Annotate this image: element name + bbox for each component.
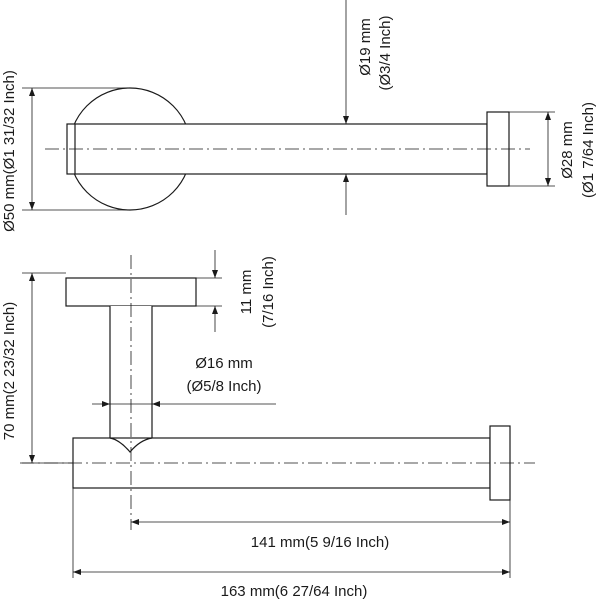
bar-length-label: 141 mm(5 9/16 Inch) — [251, 534, 389, 551]
arrow-icon — [545, 112, 551, 120]
end-cap-diameter-in-label: (Ø1 7/64 Inch) — [580, 102, 597, 198]
arrow-icon — [102, 401, 110, 407]
arrow-icon — [29, 455, 35, 463]
arrow-icon — [73, 569, 81, 575]
projection-label: 70 mm(2 23/32 Inch) — [1, 302, 18, 440]
top-view — [22, 0, 555, 215]
arrow-icon — [29, 88, 35, 96]
arrow-icon — [29, 202, 35, 210]
arrow-icon — [212, 306, 218, 314]
joint-curve — [109, 437, 153, 453]
arrow-icon — [152, 401, 160, 407]
plate-thickness-in-label: (7/16 Inch) — [260, 256, 277, 328]
end-cap-diameter-mm-label: Ø28 mm — [559, 121, 576, 179]
side-view — [20, 250, 535, 578]
post-diameter-mm-label: Ø16 mm — [195, 355, 253, 372]
bar-diameter-mm-label: Ø19 mm — [357, 18, 374, 76]
arrow-icon — [545, 178, 551, 186]
arrow-icon — [29, 273, 35, 281]
dimension-labels: Ø50 mm(Ø1 31/32 Inch) Ø19 mm (Ø3/4 Inch)… — [1, 15, 597, 599]
arrow-icon — [212, 270, 218, 278]
arrow-icon — [502, 519, 510, 525]
rosette-diameter-label: Ø50 mm(Ø1 31/32 Inch) — [1, 70, 18, 232]
post-diameter-in-label: (Ø5/8 Inch) — [186, 378, 261, 395]
bar-diameter-in-label: (Ø3/4 Inch) — [377, 15, 394, 90]
overall-length-label: 163 mm(6 27/64 Inch) — [221, 583, 368, 599]
arrow-icon — [343, 174, 349, 182]
plate-thickness-mm-label: 11 mm — [238, 270, 255, 315]
arrow-icon — [343, 116, 349, 124]
arrow-icon — [131, 519, 139, 525]
arrow-icon — [502, 569, 510, 575]
